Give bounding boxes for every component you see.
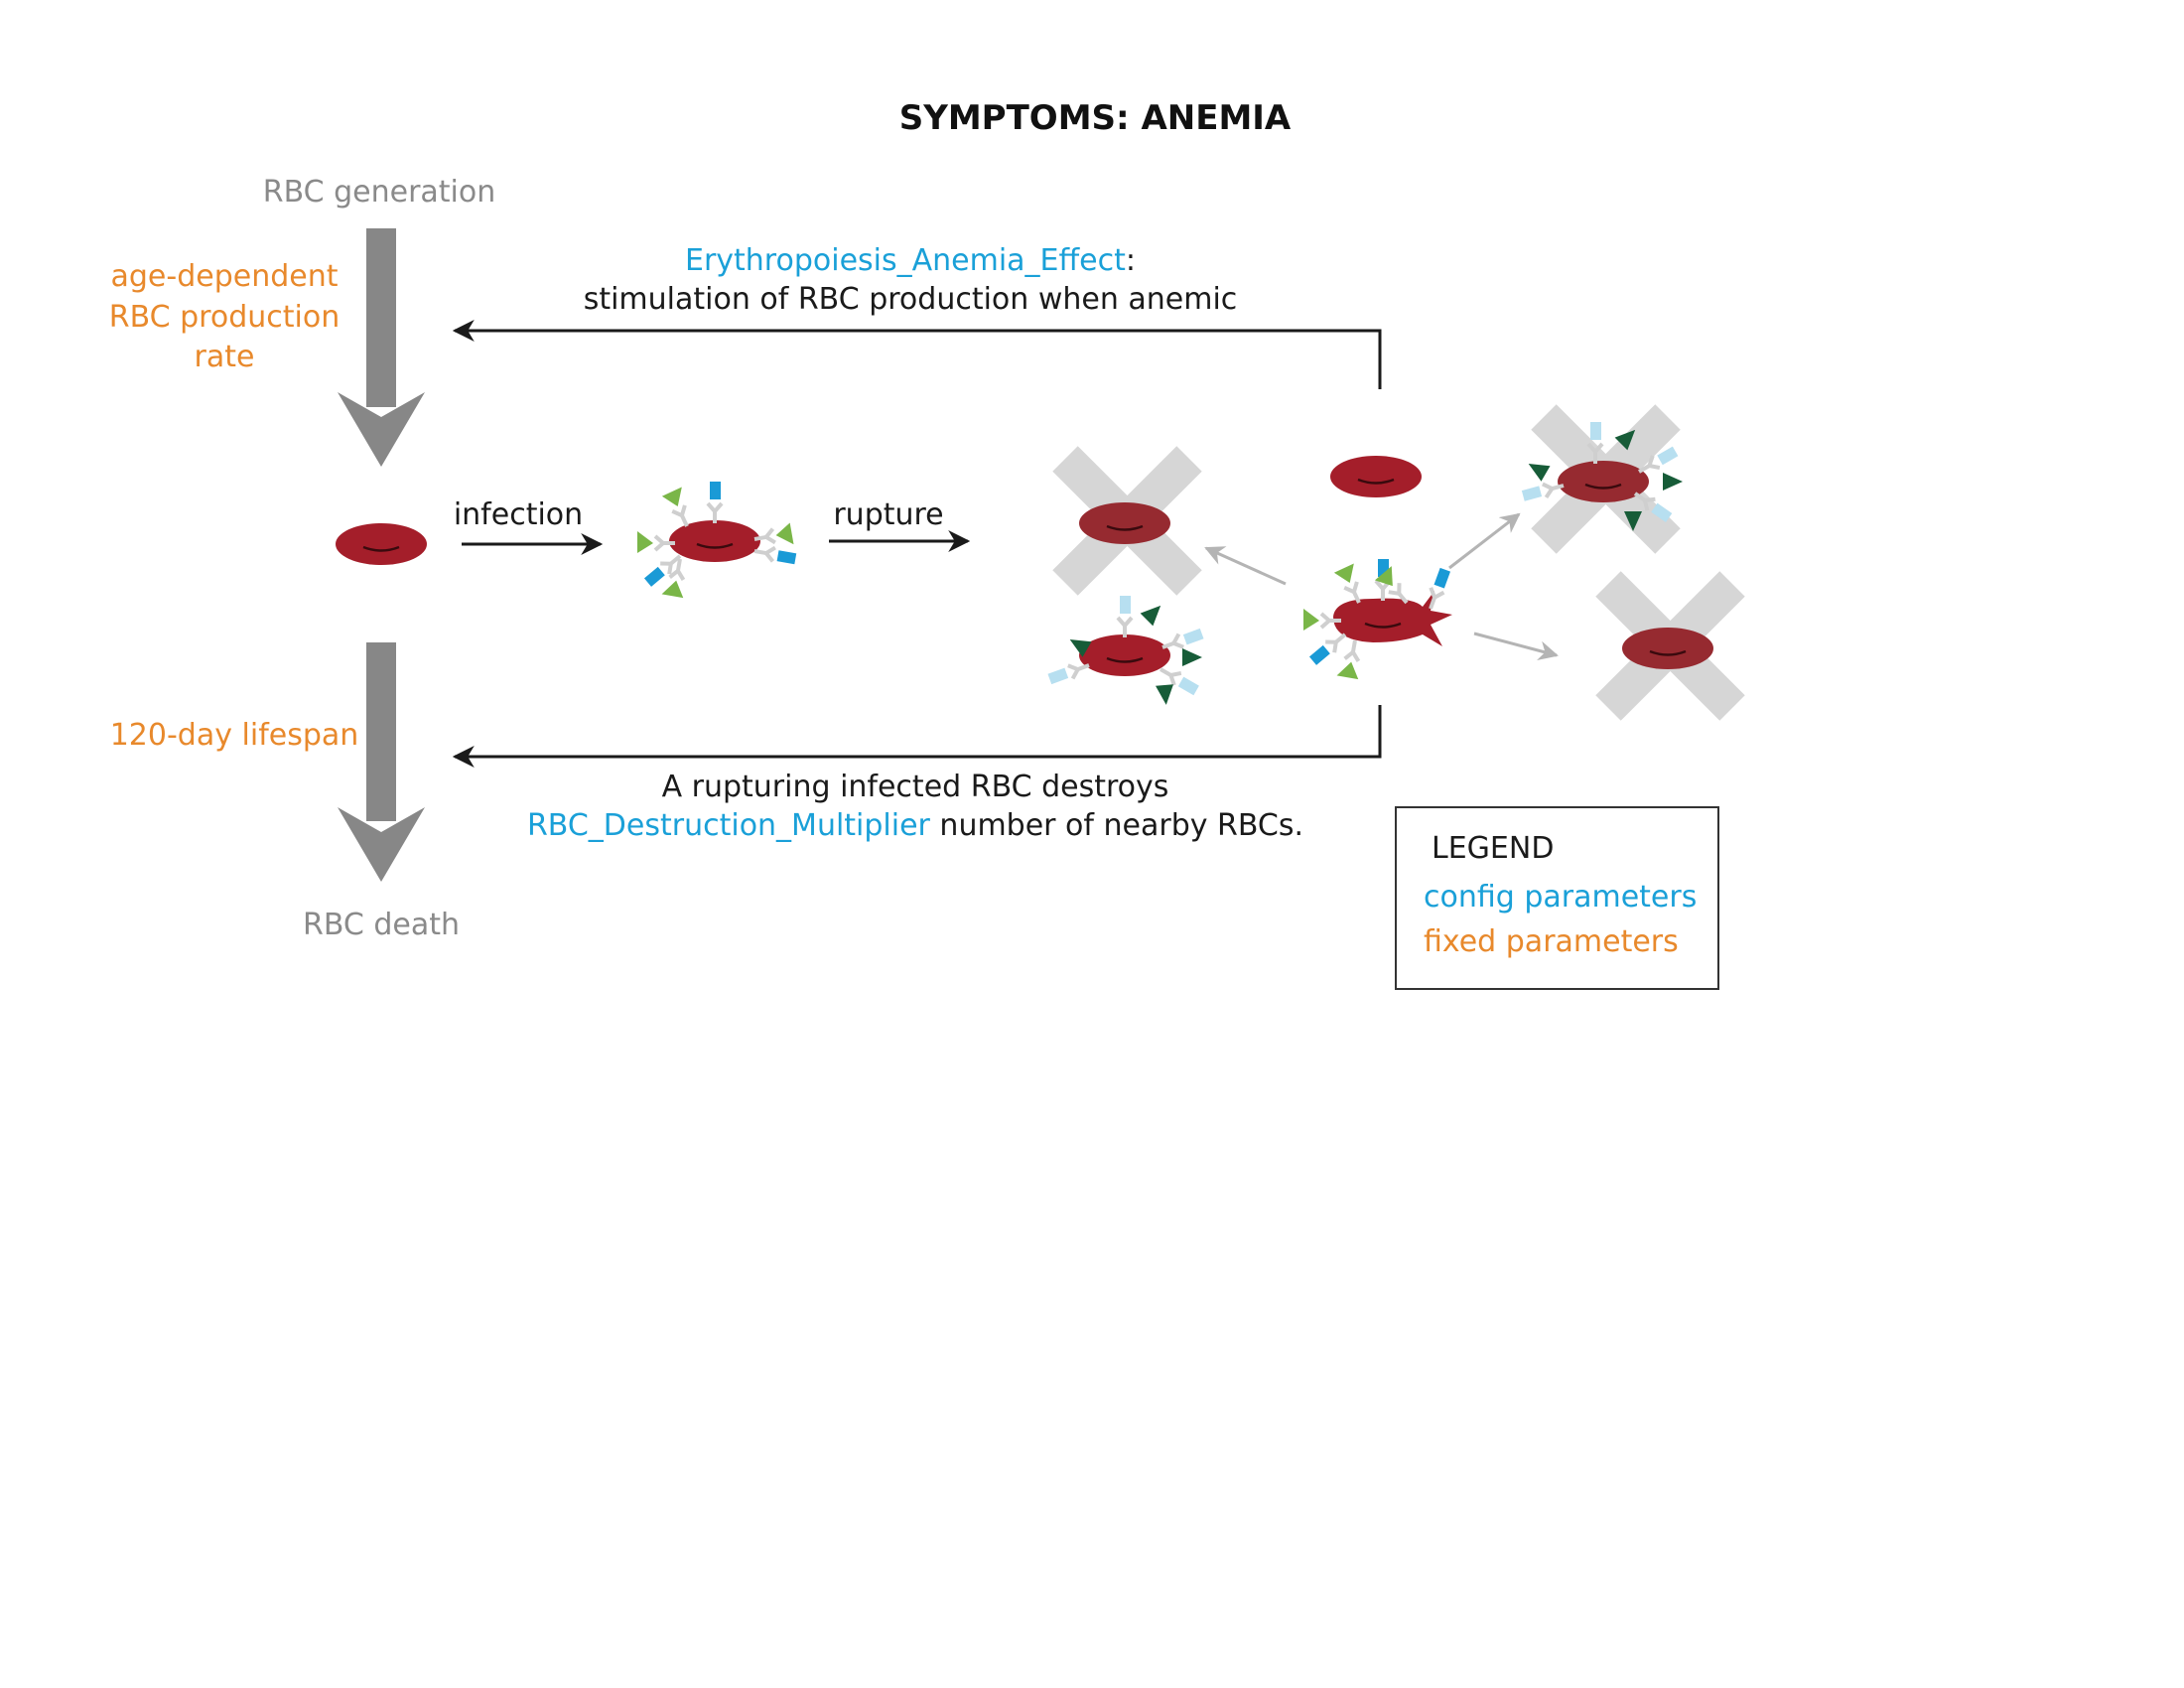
erythropoiesis-param: Erythropoiesis_Anemia_Effect [685, 243, 1126, 278]
healthy-rbc-top [1328, 454, 1424, 499]
destruction-line1: A rupturing infected RBC destroys [662, 770, 1169, 804]
erythropoiesis-param-colon: : [1126, 243, 1136, 278]
production-rate-label-line1: age-dependent [111, 259, 339, 294]
feedback-description: stimulation of RBC production when anemi… [584, 282, 1238, 317]
destruction-line2: RBC_Destruction_Multiplier number of nea… [527, 808, 1303, 843]
infection-label: infection [454, 497, 583, 532]
legend-config-params: config parameters [1424, 880, 1697, 914]
production-rate-label-line2: RBC production [109, 300, 340, 335]
rbc-generation-label: RBC generation [263, 175, 496, 210]
rupture-label: rupture [833, 497, 943, 532]
production-rate-label-line3: rate [195, 340, 255, 374]
destruction-multiplier-param: RBC_Destruction_Multiplier [527, 808, 931, 843]
healthy-rbc [334, 521, 429, 567]
generation-arrow [338, 228, 425, 467]
infected-rbc [635, 480, 799, 601]
rupturing-infected-rbc [1301, 557, 1453, 682]
destruction-arrow [452, 705, 1382, 768]
lifespan-label: 120-day lifespan [110, 718, 359, 753]
antibody-rbc-lower [1045, 594, 1206, 706]
destroy-arrow-left [1204, 546, 1287, 586]
page-title: SYMPTOMS: ANEMIA [899, 98, 1292, 138]
legend-box [1395, 806, 1719, 990]
legend-fixed-params: fixed parameters [1424, 924, 1679, 959]
legend: LEGEND config parameters fixed parameter… [1395, 806, 1719, 990]
feedback-arrow [452, 320, 1382, 389]
destroyed-rbc-left [1065, 459, 1189, 583]
destroyed-antibody-rbc [1519, 417, 1683, 541]
destroy-arrow-right [1473, 632, 1559, 661]
destroy-arrow-up-right [1448, 512, 1521, 570]
lifespan-arrow [338, 642, 425, 882]
feedback-param-line: Erythropoiesis_Anemia_Effect: [685, 243, 1136, 278]
legend-title: LEGEND [1432, 831, 1554, 866]
destruction-line2-rest: number of nearby RBCs. [930, 808, 1303, 843]
destroyed-rbc-right [1608, 584, 1732, 708]
rbc-death-label: RBC death [303, 908, 460, 942]
